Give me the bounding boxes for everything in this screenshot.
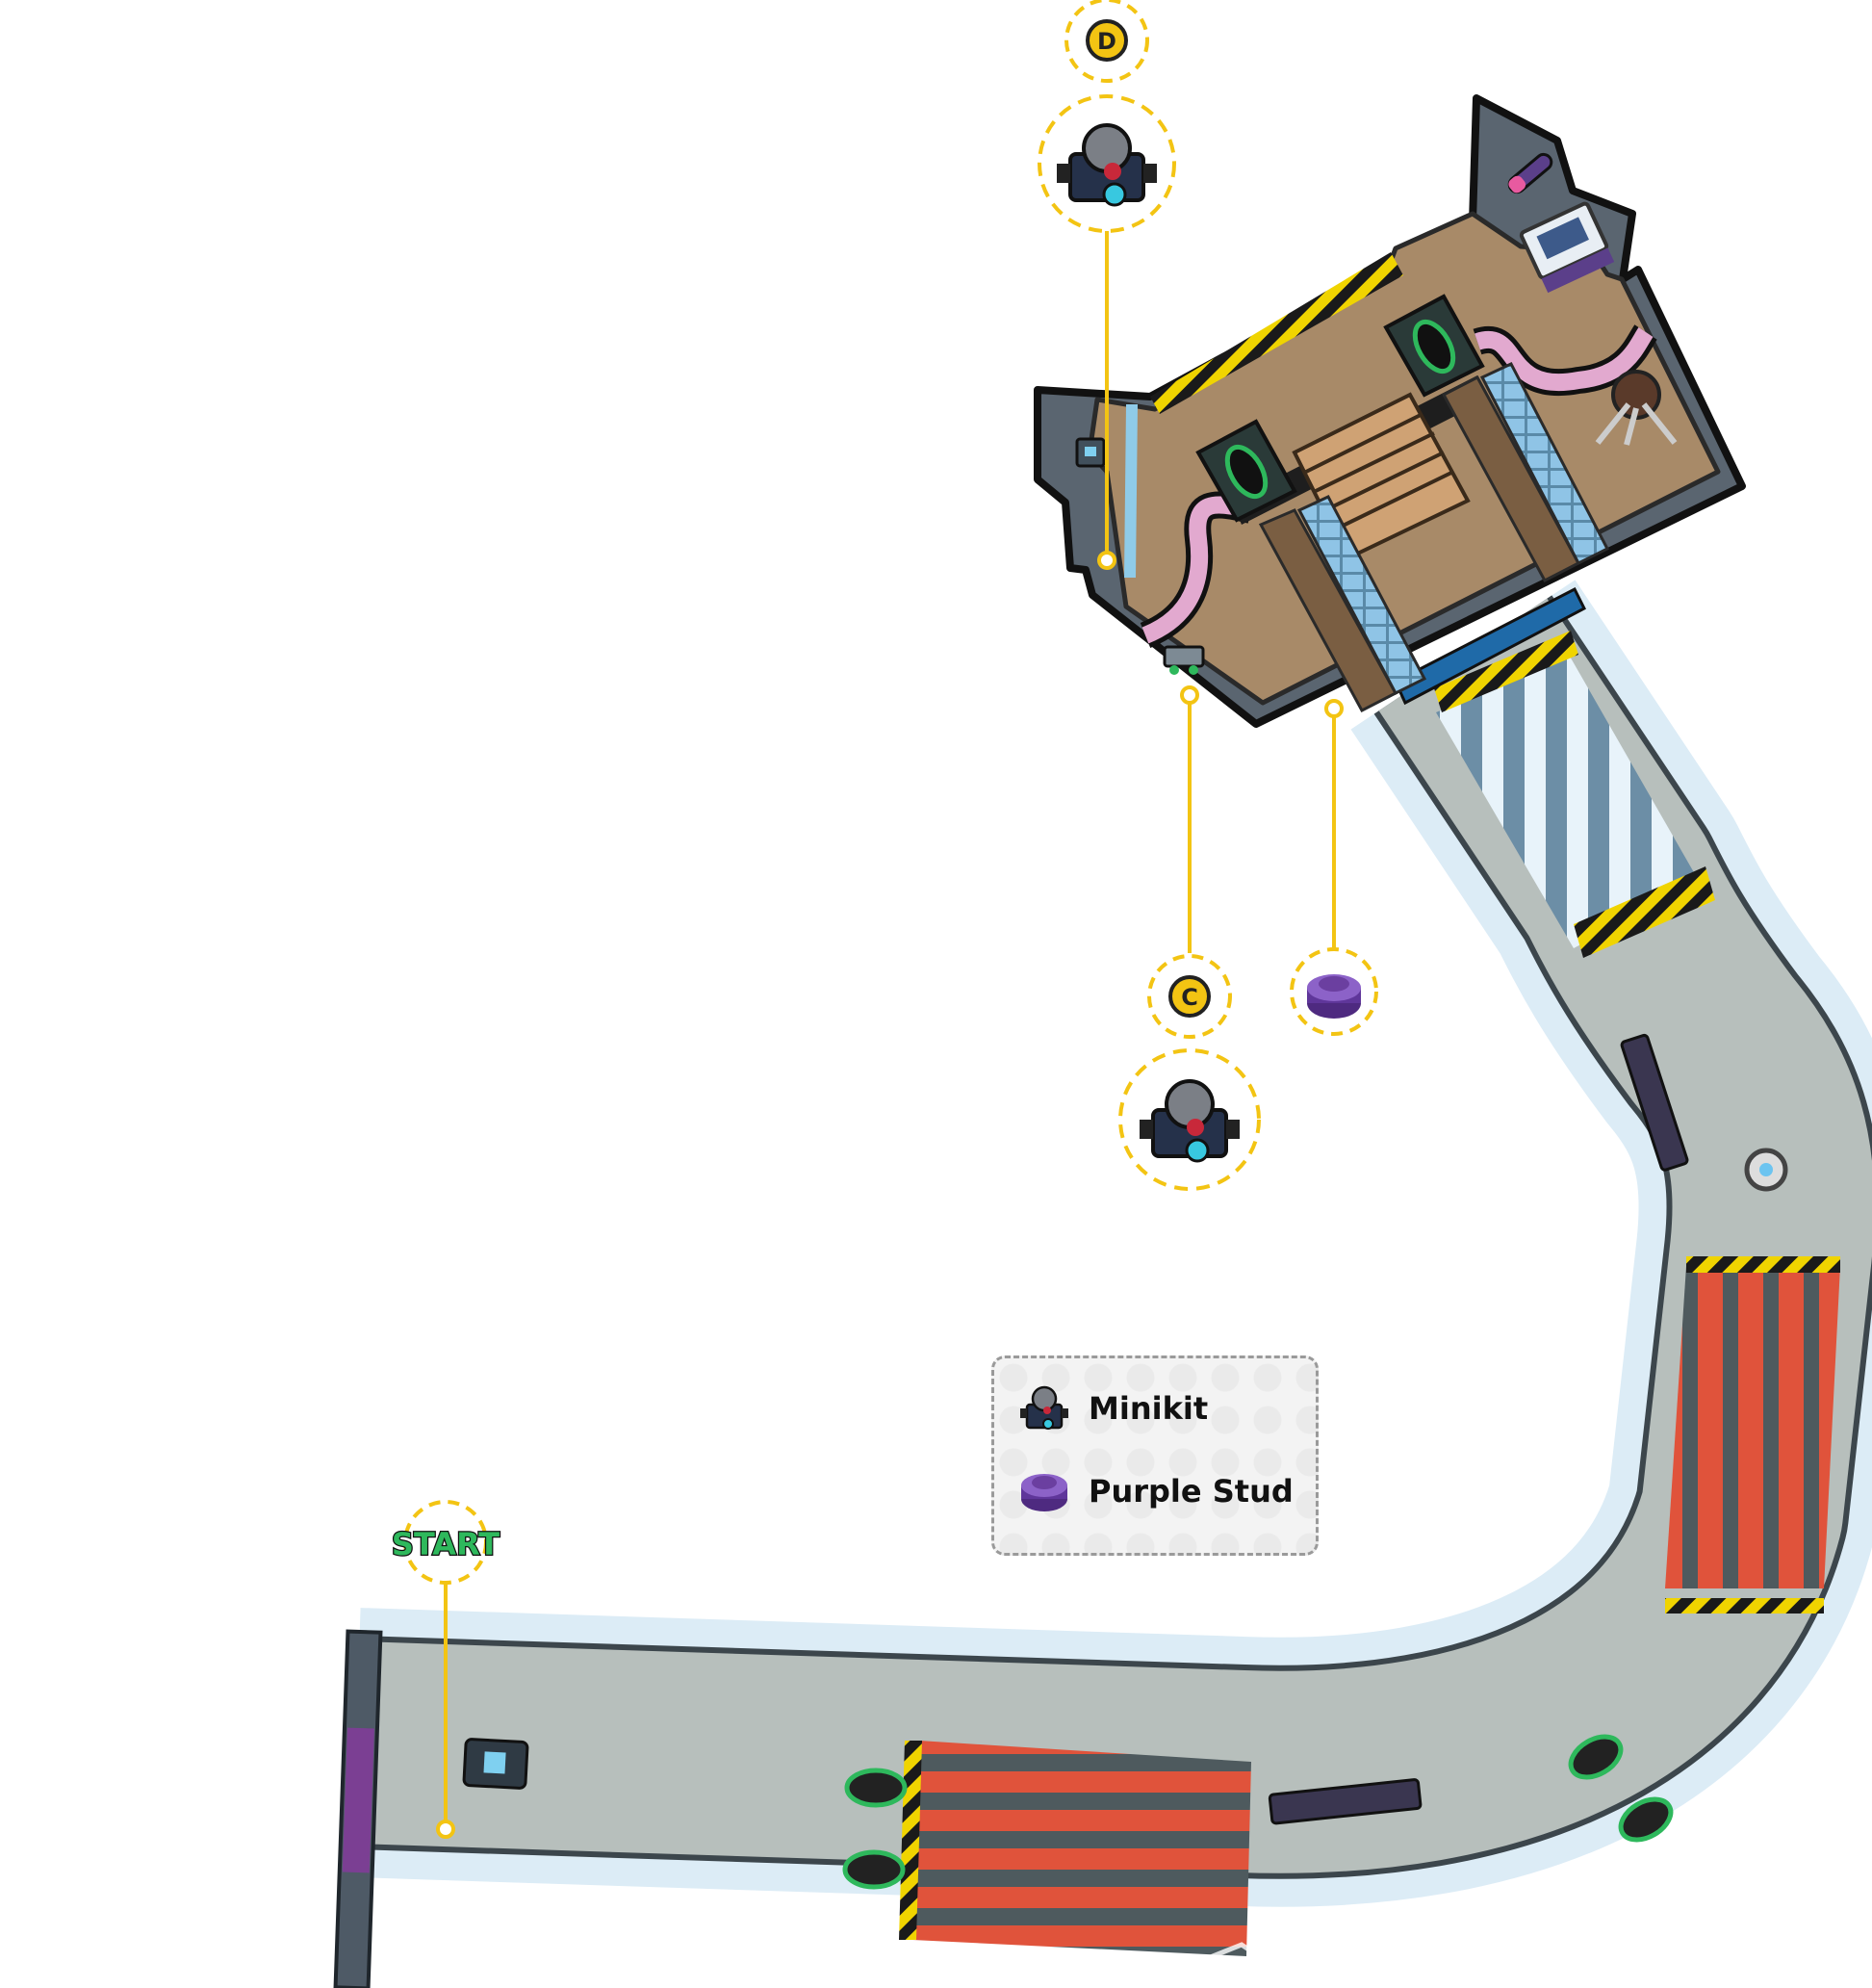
marker-d-label: D (1097, 28, 1116, 55)
computer-console-icon (1519, 201, 1615, 294)
marker-lines (444, 231, 1336, 1829)
legend-row-minikit: Minikit (1017, 1380, 1208, 1437)
spider-droid-icon (1595, 370, 1678, 446)
red-floor-panel-right (1665, 1256, 1840, 1614)
legend-row-purple-stud: Purple Stud (1017, 1462, 1294, 1520)
road (351, 580, 1872, 1907)
vehicle-icon (462, 1738, 529, 1790)
start-label: START (392, 1526, 500, 1562)
start-barrier (333, 1629, 383, 1988)
purple-stud-marker (1290, 947, 1378, 1036)
minikit-icon (1057, 123, 1157, 207)
pink-tube-icon (1507, 152, 1553, 194)
marker-dots (436, 551, 1344, 1839)
floor-switch-icon (1163, 645, 1205, 675)
marker-c-label: C (1181, 984, 1198, 1011)
road-swirl-decor (1192, 1937, 1349, 1967)
marker-d: D (1064, 0, 1149, 83)
legend: Minikit Purple Stud (991, 1355, 1319, 1556)
start-marker: START (391, 1500, 501, 1585)
purple-stud-icon (1307, 974, 1361, 1019)
minikit-marker-c (1118, 1048, 1261, 1191)
legend-purple-stud-label: Purple Stud (1089, 1473, 1294, 1510)
red-floor-panel-bottom (899, 1741, 1251, 1956)
road-pads (842, 1734, 1674, 1890)
road-machinery (1268, 1033, 1788, 1825)
minikit-marker-d (1038, 94, 1176, 233)
marker-c: C (1147, 954, 1232, 1039)
minikit-icon (1140, 1079, 1240, 1163)
wall-terminal-icon (1075, 437, 1106, 468)
legend-minikit-label: Minikit (1089, 1390, 1209, 1427)
minikit-icon (1020, 1385, 1068, 1430)
purple-stud-icon (1021, 1474, 1067, 1511)
blue-striped-ramp (1434, 631, 1715, 958)
